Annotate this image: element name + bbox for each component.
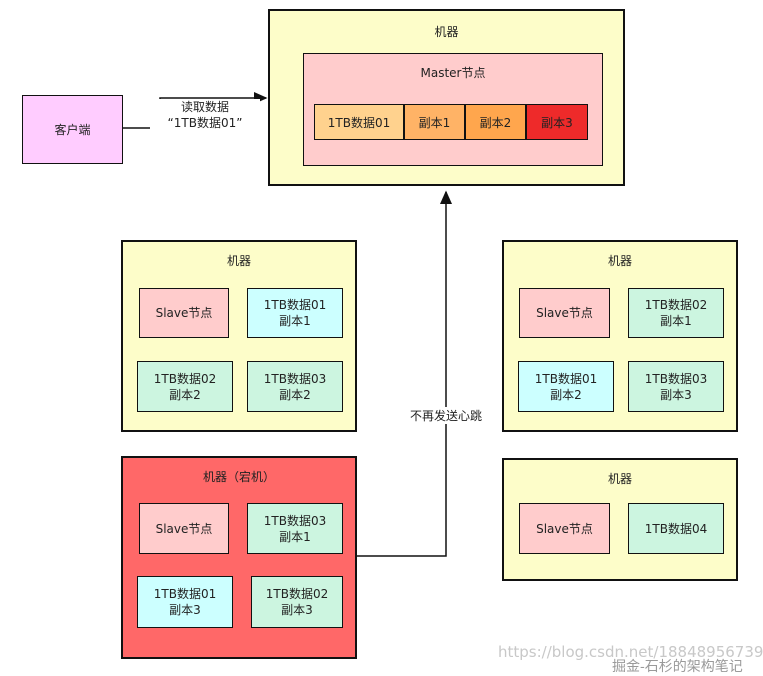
- replica-node: 1TB数据03 副本3: [628, 361, 724, 412]
- replica-node: 1TB数据01 副本3: [137, 576, 233, 628]
- machine-bottom-right-title: 机器: [607, 472, 632, 486]
- machine-left-title: 机器: [226, 254, 251, 268]
- replica-node: 1TB数据01 副本1: [247, 288, 343, 338]
- machine-dead: 机器（宕机） Slave节点 1TB数据03 副本1 1TB数据01 副本3 1…: [121, 456, 357, 659]
- machine-left: 机器 Slave节点 1TB数据01 副本1 1TB数据02 副本2 1TB数据…: [121, 240, 357, 432]
- replica-node: 1TB数据03 副本2: [247, 361, 343, 412]
- slave-node: Slave节点: [519, 503, 610, 554]
- machine-bottom-right: 机器 Slave节点 1TB数据04: [502, 458, 738, 581]
- top-machine-title: 机器: [434, 25, 459, 39]
- master-node: Master节点 1TB数据01 副本1 副本2 副本3: [303, 53, 603, 166]
- machine-right: 机器 Slave节点 1TB数据02 副本1 1TB数据01 副本2 1TB数据…: [502, 240, 738, 432]
- replica-node: 1TB数据03 副本1: [247, 503, 343, 554]
- client-label: 客户端: [54, 123, 91, 137]
- read-data-label-line1: 读取数据: [180, 100, 229, 114]
- replica-node: 1TB数据02 副本1: [628, 288, 724, 338]
- read-data-label-line2: “1TB数据01”: [167, 116, 243, 130]
- master-cell-data: 1TB数据01: [314, 104, 404, 140]
- watermark-author: 掘金-石杉的架构笔记: [612, 659, 743, 675]
- master-data-row: 1TB数据01 副本1 副本2 副本3: [314, 104, 588, 140]
- replica-node: 1TB数据02 副本2: [137, 361, 233, 412]
- watermark-url: https://blog.csdn.net/18848956739: [498, 643, 763, 661]
- replica-node: 1TB数据04: [628, 503, 724, 554]
- master-cell-replica1: 副本1: [404, 104, 465, 140]
- master-cell-replica3: 副本3: [526, 104, 588, 140]
- slave-node: Slave节点: [139, 288, 229, 338]
- client-box: 客户端: [22, 95, 123, 164]
- master-node-title: Master节点: [420, 66, 486, 80]
- top-machine: 机器 Master节点 1TB数据01 副本1 副本2 副本3: [268, 9, 625, 186]
- read-data-label: 读取数据 “1TB数据01”: [150, 99, 260, 131]
- slave-node: Slave节点: [139, 503, 229, 554]
- heartbeat-label: 不再发送心跳: [404, 407, 488, 424]
- machine-dead-title: 机器（宕机）: [202, 470, 275, 484]
- replica-node: 1TB数据02 副本3: [251, 576, 343, 628]
- heartbeat-arrow: [355, 190, 452, 557]
- master-cell-replica2: 副本2: [465, 104, 526, 140]
- machine-right-title: 机器: [607, 254, 632, 268]
- slave-node: Slave节点: [519, 288, 610, 338]
- replica-node: 1TB数据01 副本2: [518, 361, 614, 412]
